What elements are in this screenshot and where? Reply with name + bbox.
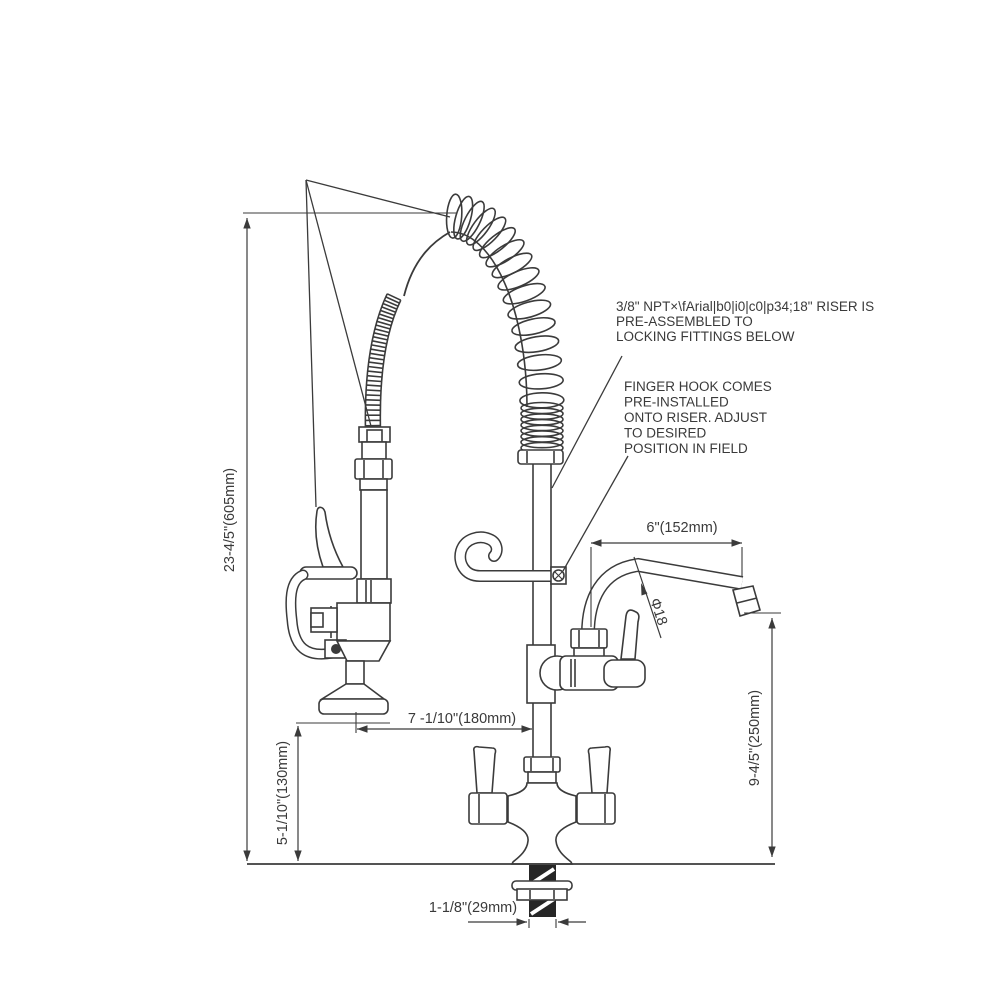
overall-height-label: 23-4/5"(605mm) (222, 468, 238, 572)
handle-socket-right (576, 792, 616, 825)
riser-tube (532, 462, 552, 759)
extension-lines (243, 212, 781, 928)
diameter-callout (633, 556, 662, 639)
mounting-shank (511, 865, 573, 917)
finger-hook-note: FINGER HOOK COMES PRE-INSTALLED ONTO RIS… (624, 379, 772, 456)
riser-note-leader (551, 355, 623, 489)
riser-base-nut (523, 756, 561, 773)
grip-coupling (356, 578, 392, 604)
base-body (507, 782, 577, 865)
shank-diameter-label: 1-1/8"(29mm) (429, 900, 517, 916)
spout-nut (570, 628, 608, 649)
valve-neck (361, 441, 387, 460)
ferrule-inner (366, 429, 383, 443)
hook-note-line-3: ONTO RISER. ADJUST (624, 410, 767, 425)
spray-bell (319, 683, 387, 700)
spray-stem (345, 660, 365, 685)
addon-handle-hub (603, 659, 646, 688)
valve-boss-inner (310, 612, 324, 628)
swing-spout (581, 557, 761, 635)
locknut (516, 888, 568, 901)
addon-handle-blade (620, 609, 640, 660)
base-collar (527, 771, 557, 784)
coil-end-fitting (517, 449, 564, 465)
riser-note-line-3: LOCKING FITTINGS BELOW (616, 329, 795, 344)
riser-note-line-2: PRE-ASSEMBLED TO (616, 314, 753, 329)
spray-valve-assembly (285, 426, 393, 715)
handle-left (473, 745, 497, 794)
hook-note-line-4: TO DESIRED (624, 426, 707, 441)
add-on-faucet (539, 557, 761, 691)
hose-phantom-lines (305, 179, 451, 508)
spray-face (318, 698, 389, 715)
handle-right (587, 745, 611, 794)
hook-note-line-5: POSITION IN FIELD (624, 441, 748, 456)
grip-nut (354, 458, 393, 480)
diameter-arrow (641, 583, 648, 596)
clearance-label: 5-1/10"(130mm) (275, 741, 291, 845)
dimension-lines (243, 218, 776, 926)
hook-note-line-2: PRE-INSTALLED (624, 395, 729, 410)
spout-reach-label: 6"(152mm) (646, 520, 717, 536)
squeeze-lever-blade (315, 506, 345, 568)
spout-tube-diameter-label: Φ18 (646, 596, 670, 627)
hook-note-line-1: FINGER HOOK COMES (624, 379, 772, 394)
lever-guard-hook (285, 569, 339, 660)
lever-crossbar (299, 566, 358, 580)
offset-label: 7 -1/10"(180mm) (408, 711, 516, 727)
riser-note-line-1: 3/8" NPT×\fArial|b0|i0|c0|p34;18" RISER … (616, 299, 874, 314)
hook-note-leader (562, 455, 629, 572)
handle-socket-left (468, 792, 508, 825)
faucet-base (468, 745, 616, 865)
finger-hook (454, 531, 567, 585)
riser-note: 3/8" NPT×\fArial|b0|i0|c0|p34;18" RISER … (616, 299, 874, 344)
ribbed-hose (364, 293, 402, 432)
valve-taper (335, 640, 392, 662)
spray-valve-body (336, 602, 391, 642)
coil-spring-hose (445, 193, 565, 455)
grip-cylinder (360, 489, 388, 580)
grip-collar (359, 478, 388, 491)
screw-head (331, 644, 341, 654)
spout-height-label: 9-4/5"(250mm) (747, 690, 763, 786)
